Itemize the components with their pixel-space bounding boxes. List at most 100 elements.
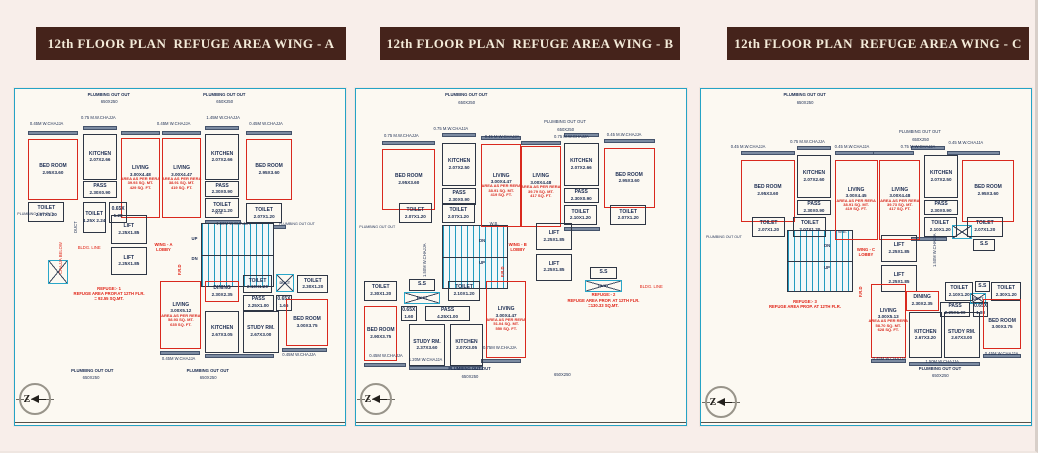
compass-tail: [725, 401, 733, 403]
chajja-label: 0.75 M.W.CHAJJA: [790, 138, 825, 144]
room-name-label: LIVING: [173, 164, 190, 171]
chajja-label: 0.45M W.CHAJJA: [369, 353, 403, 359]
chajja-strip: [120, 131, 161, 135]
chajja-label: 0.45M W.CHAJJA: [984, 350, 1019, 356]
room-dims-label: 3.00X4.47: [171, 171, 193, 177]
room-dims-label: 2.30X2.35: [211, 291, 233, 297]
room-name-label: TOILET: [248, 277, 267, 284]
panel-title-wing-b: 12th FLOOR PLAN REFUGE AREA WING - B: [380, 27, 680, 60]
room-rera-label: 39.93 SQ. MT.: [127, 180, 154, 186]
room-dims-label: 2.25X1.85: [543, 267, 565, 273]
room-rera-label: 419 SQ. FT.: [170, 184, 193, 190]
chajja-strip: [740, 151, 796, 156]
wb-label: W.B.: [837, 229, 847, 235]
room-name-label: BED ROOM: [974, 184, 1002, 191]
room-dims-label: 2.07X2.66: [211, 157, 233, 163]
room-dims-label: 2.07X1.20: [447, 213, 469, 219]
duct-label: DUCT: [598, 283, 609, 288]
room-rera-label: 58.93 SQ. MT.: [168, 317, 194, 323]
plumbing-size-label: 650X250: [912, 136, 929, 142]
room-name-label: STUDY RM.: [413, 338, 441, 345]
chajja-label: 1.50M W.CHAJJA: [422, 243, 427, 278]
room-s-s: S.S: [973, 238, 995, 252]
room-name-label: LIFT: [548, 230, 560, 237]
room-name-label: LIFT: [123, 254, 135, 261]
room-name-label: TOILET: [371, 284, 390, 291]
plumbing-label: PLUMBING OUT OUT: [544, 119, 586, 125]
frd-label: F.R.D: [499, 266, 505, 278]
chajja-strip: [910, 146, 946, 151]
panel-title-wing-c: 12th FLOOR PLAN REFUGE AREA WING - C: [727, 27, 1029, 60]
room-name-label: S.S: [979, 241, 988, 248]
chajja-strip: [382, 141, 436, 146]
plumbing-size-label: 650X250: [82, 375, 100, 381]
room-dims-label: 2.95X3.60: [258, 169, 280, 175]
compass-needle: [372, 395, 381, 403]
room-dims-label: 2.95X3.60: [42, 169, 64, 175]
plumbing-size-label: 650X250: [461, 373, 479, 379]
plumbing-label: PLUMBING OUT OUT: [445, 92, 488, 98]
duct-label: DUCT: [279, 281, 291, 286]
room-dims-label: 2.25X1.85: [543, 237, 565, 243]
room-dims-label: 2.07X2.50: [448, 164, 470, 170]
room-name-label: BED ROOM: [39, 163, 67, 170]
stair-up-label: UP: [191, 236, 198, 242]
room-dims-label: 2.30X0.90: [930, 207, 952, 213]
chajja-strip: [82, 125, 118, 130]
frd-label: F.R.D: [857, 286, 863, 298]
frd-label: F.R.D: [176, 265, 182, 276]
room-dims-label: 2.07X1.20: [799, 226, 821, 232]
room-dims-label: 1.66: [279, 302, 289, 308]
room-dims-label: 2.67X3.20: [914, 335, 936, 341]
room-dims-label: 2.10X1.20: [948, 291, 970, 297]
plumbing-size-label: 650X250: [554, 372, 571, 378]
room-rera-label: 58.70 SQ. MT.: [875, 322, 902, 328]
room-name-label: LIVING: [532, 173, 550, 180]
room-name-label: KITCHEN: [448, 158, 471, 165]
room-rera-label: 417 SQ. FT.: [530, 193, 552, 199]
duct-box: DUCT: [275, 273, 294, 293]
room-dims-label: 2.25X1.85: [118, 229, 140, 235]
plumbing-label: PLUMBING OUT OUT: [203, 91, 246, 97]
duct-box: DUCT: [585, 279, 622, 292]
room-name-label: LIFT: [123, 222, 135, 229]
plumbing-label: PLUMBING OUT OUT: [71, 367, 114, 373]
room-rera-label: AREA AS PER RERA: [120, 175, 161, 181]
plumbing-size-label: 650X250: [932, 372, 949, 378]
room-name-label: KITCHEN: [210, 325, 234, 332]
room-name-label: BED ROOM: [395, 173, 423, 180]
room-dims-label: 2.37X3.60: [416, 345, 438, 351]
chajja-label: 0.75 M.W.CHAJJA: [900, 144, 936, 150]
room-name-label: PASS: [948, 303, 962, 310]
duct-label: DUCT: [416, 295, 428, 300]
chajja-label: 0.45M W.CHAJJA: [249, 120, 283, 126]
room-dims-label: 2.95X3.60: [618, 178, 640, 184]
bldg-line-label: BLDG. LINE: [639, 283, 663, 289]
chajja-label: 0.75 M.W.CHAJJA: [384, 132, 419, 138]
room-name-label: 0.65X: [111, 206, 125, 213]
chajja-label: 0.45 M.W.CHAJJA: [484, 134, 520, 140]
room-dims-label: 2.25X1.85: [888, 248, 910, 254]
room-name-label: KITCHEN: [570, 158, 593, 165]
room-name-label: 0.65X: [277, 296, 291, 303]
plumbing-label: PLUMBING OUT OUT: [279, 221, 315, 226]
room-name-label: KITCHEN: [802, 169, 826, 176]
room-name-label: LIVING: [879, 307, 897, 314]
